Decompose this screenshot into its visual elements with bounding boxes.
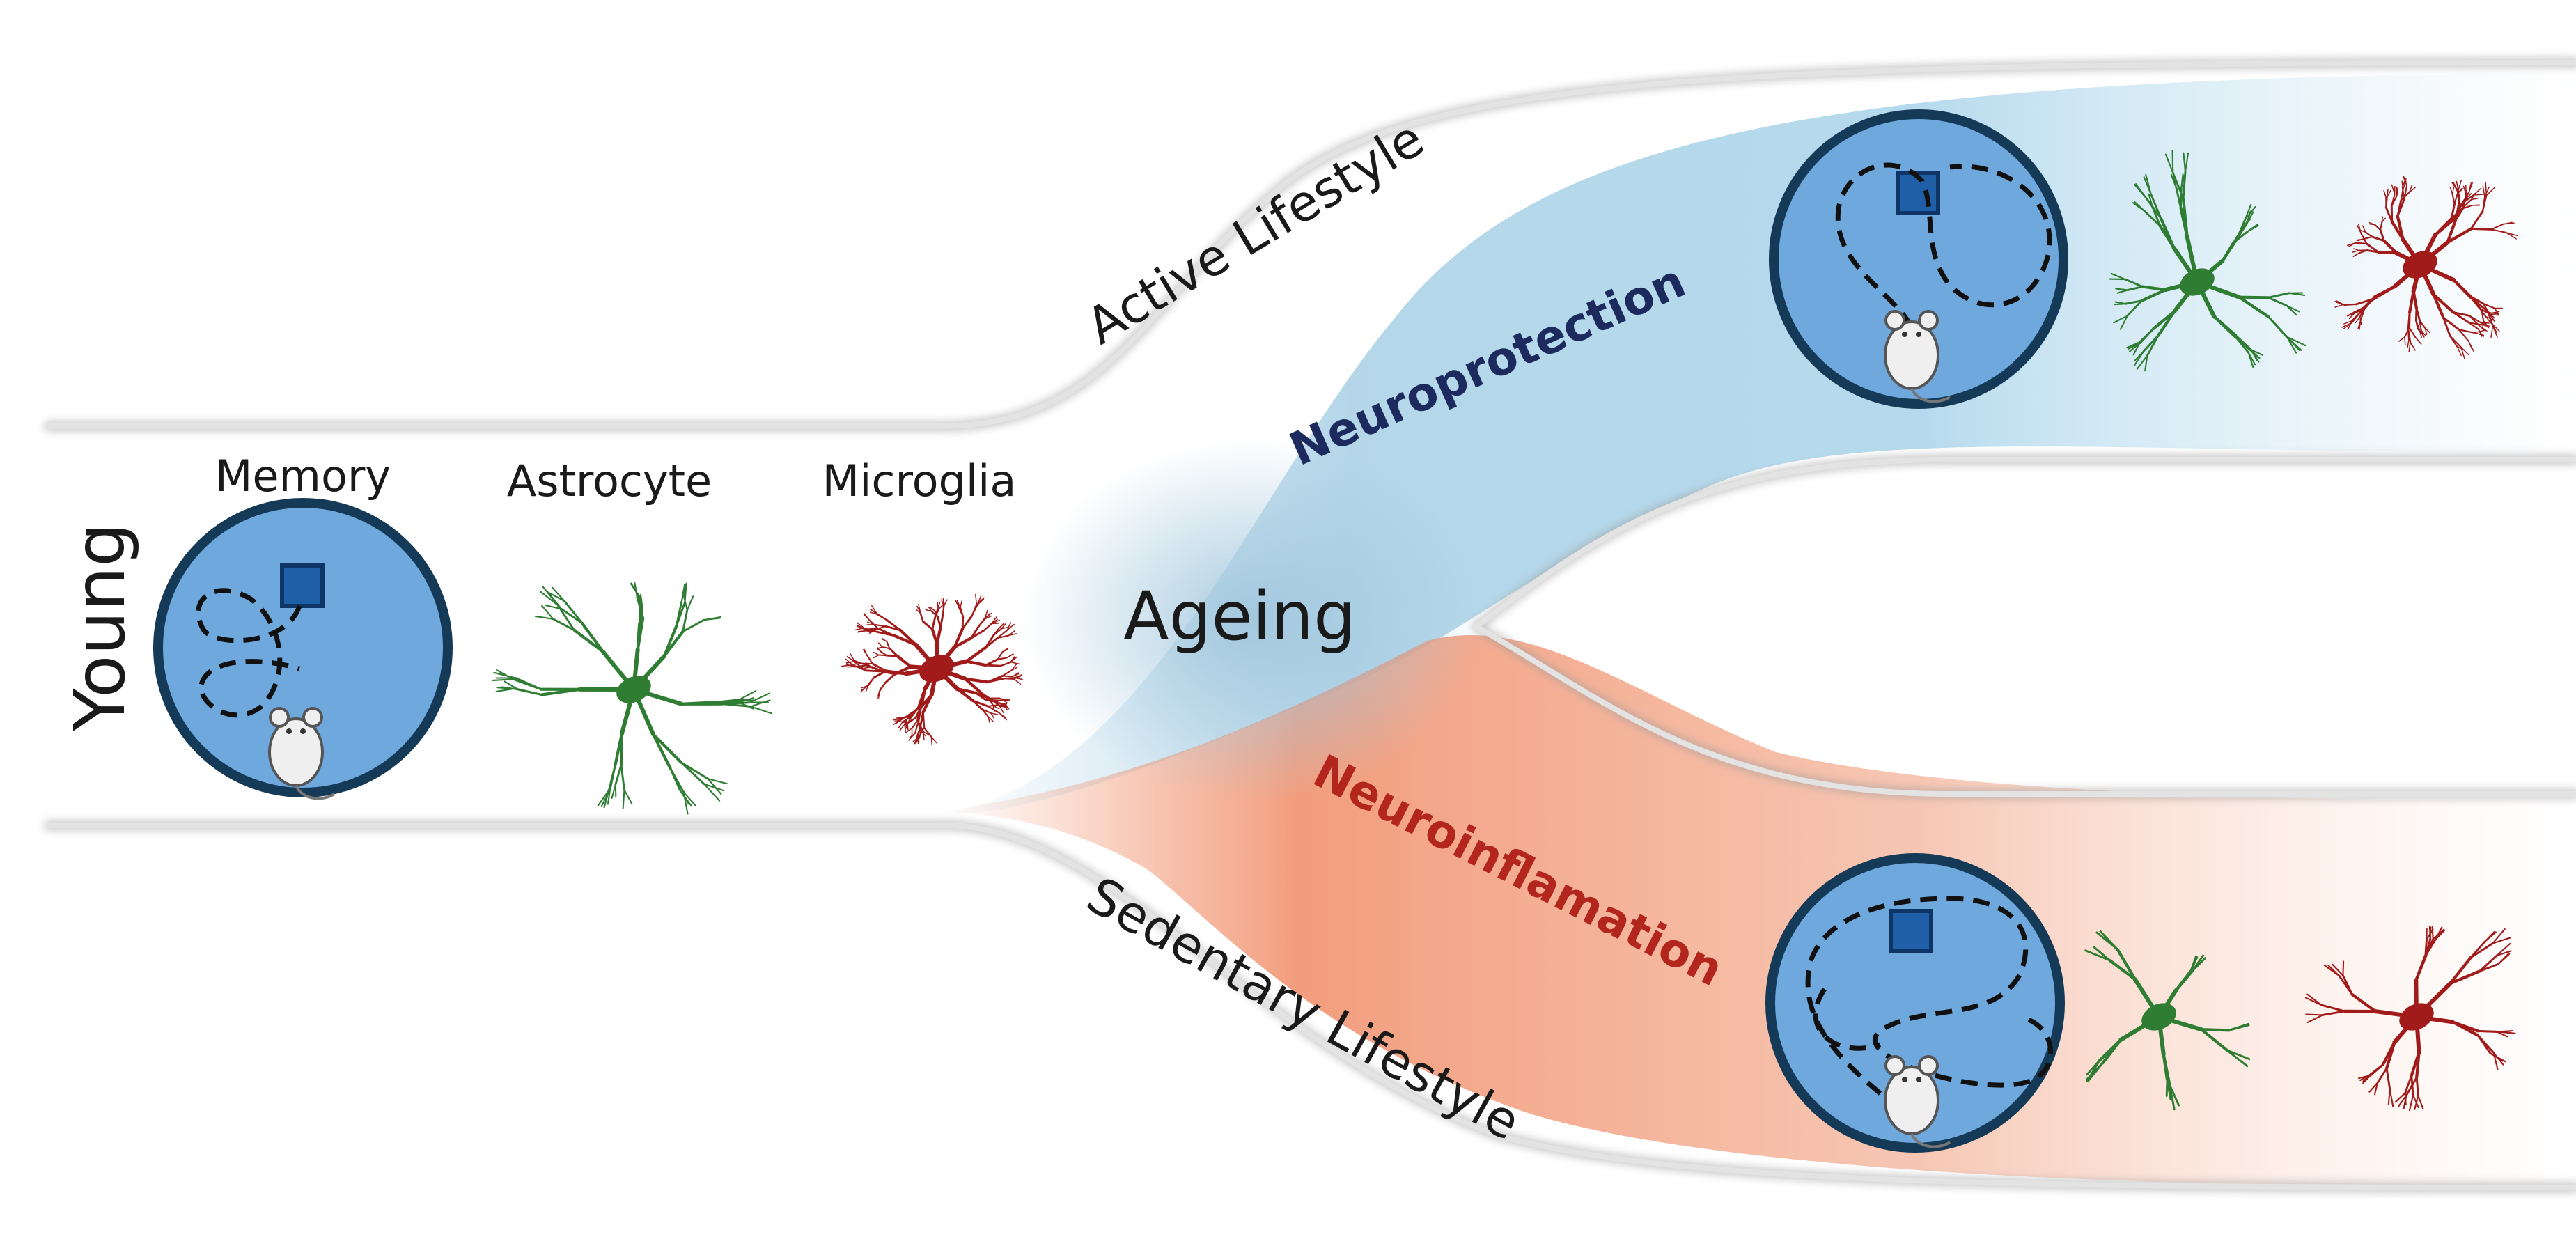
swim-path bbox=[1805, 896, 2054, 1096]
active-memory-maze bbox=[1769, 109, 2068, 409]
microglia-cell-icon bbox=[2334, 175, 2518, 359]
swim-path bbox=[196, 588, 302, 718]
swim-path bbox=[1835, 162, 2052, 329]
mouse-icon bbox=[1884, 310, 1951, 403]
mouse-icon bbox=[268, 707, 336, 800]
platform-square-icon bbox=[1889, 909, 1933, 953]
astrocyte-cell-icon bbox=[2109, 150, 2306, 372]
platform-square-icon bbox=[280, 563, 325, 608]
microglia-cell-icon bbox=[2304, 925, 2516, 1112]
microglia-label: Microglia bbox=[822, 455, 1017, 506]
microglia-cell-icon bbox=[841, 593, 1023, 745]
mouse-icon bbox=[1884, 1055, 1951, 1148]
active-lifestyle-label: Active Lifestyle bbox=[1077, 109, 1434, 355]
ageing-halo bbox=[1024, 439, 1483, 801]
ageing-label: Ageing bbox=[1123, 577, 1356, 655]
memory-label: Memory bbox=[215, 451, 391, 501]
glial-cells bbox=[492, 150, 2518, 1112]
astrocyte-label: Astrocyte bbox=[507, 455, 712, 506]
pathway-bands bbox=[940, 73, 2576, 1186]
astrocyte-cell-icon bbox=[2084, 930, 2251, 1111]
astrocyte-cell-icon bbox=[492, 582, 772, 815]
young-label: Young bbox=[59, 522, 141, 731]
water-maze-icon bbox=[1765, 853, 2065, 1153]
platform-square-icon bbox=[1896, 171, 1940, 215]
young-memory-maze bbox=[153, 498, 453, 800]
path-edges bbox=[44, 58, 2576, 1192]
sedentary-memory-maze bbox=[1765, 853, 2065, 1153]
